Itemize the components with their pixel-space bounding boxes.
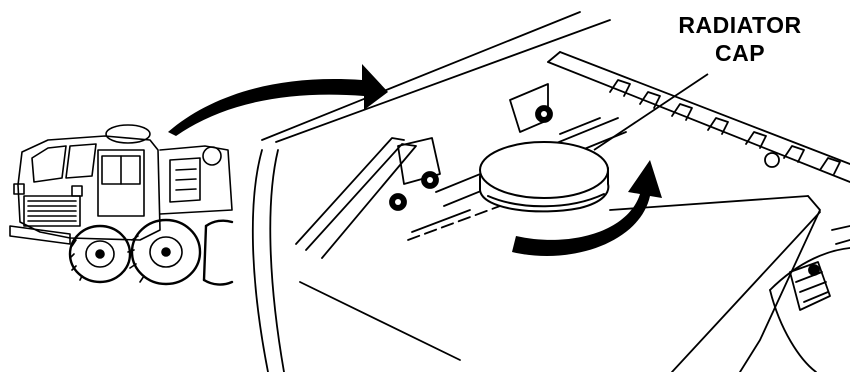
callout-label-line-2: CAP xyxy=(640,40,840,67)
curved-arrow-icon xyxy=(168,64,388,136)
callout-label-line-1: RADIATOR xyxy=(640,12,840,39)
radiator-cap xyxy=(480,142,608,211)
truck-illustration xyxy=(10,125,232,285)
